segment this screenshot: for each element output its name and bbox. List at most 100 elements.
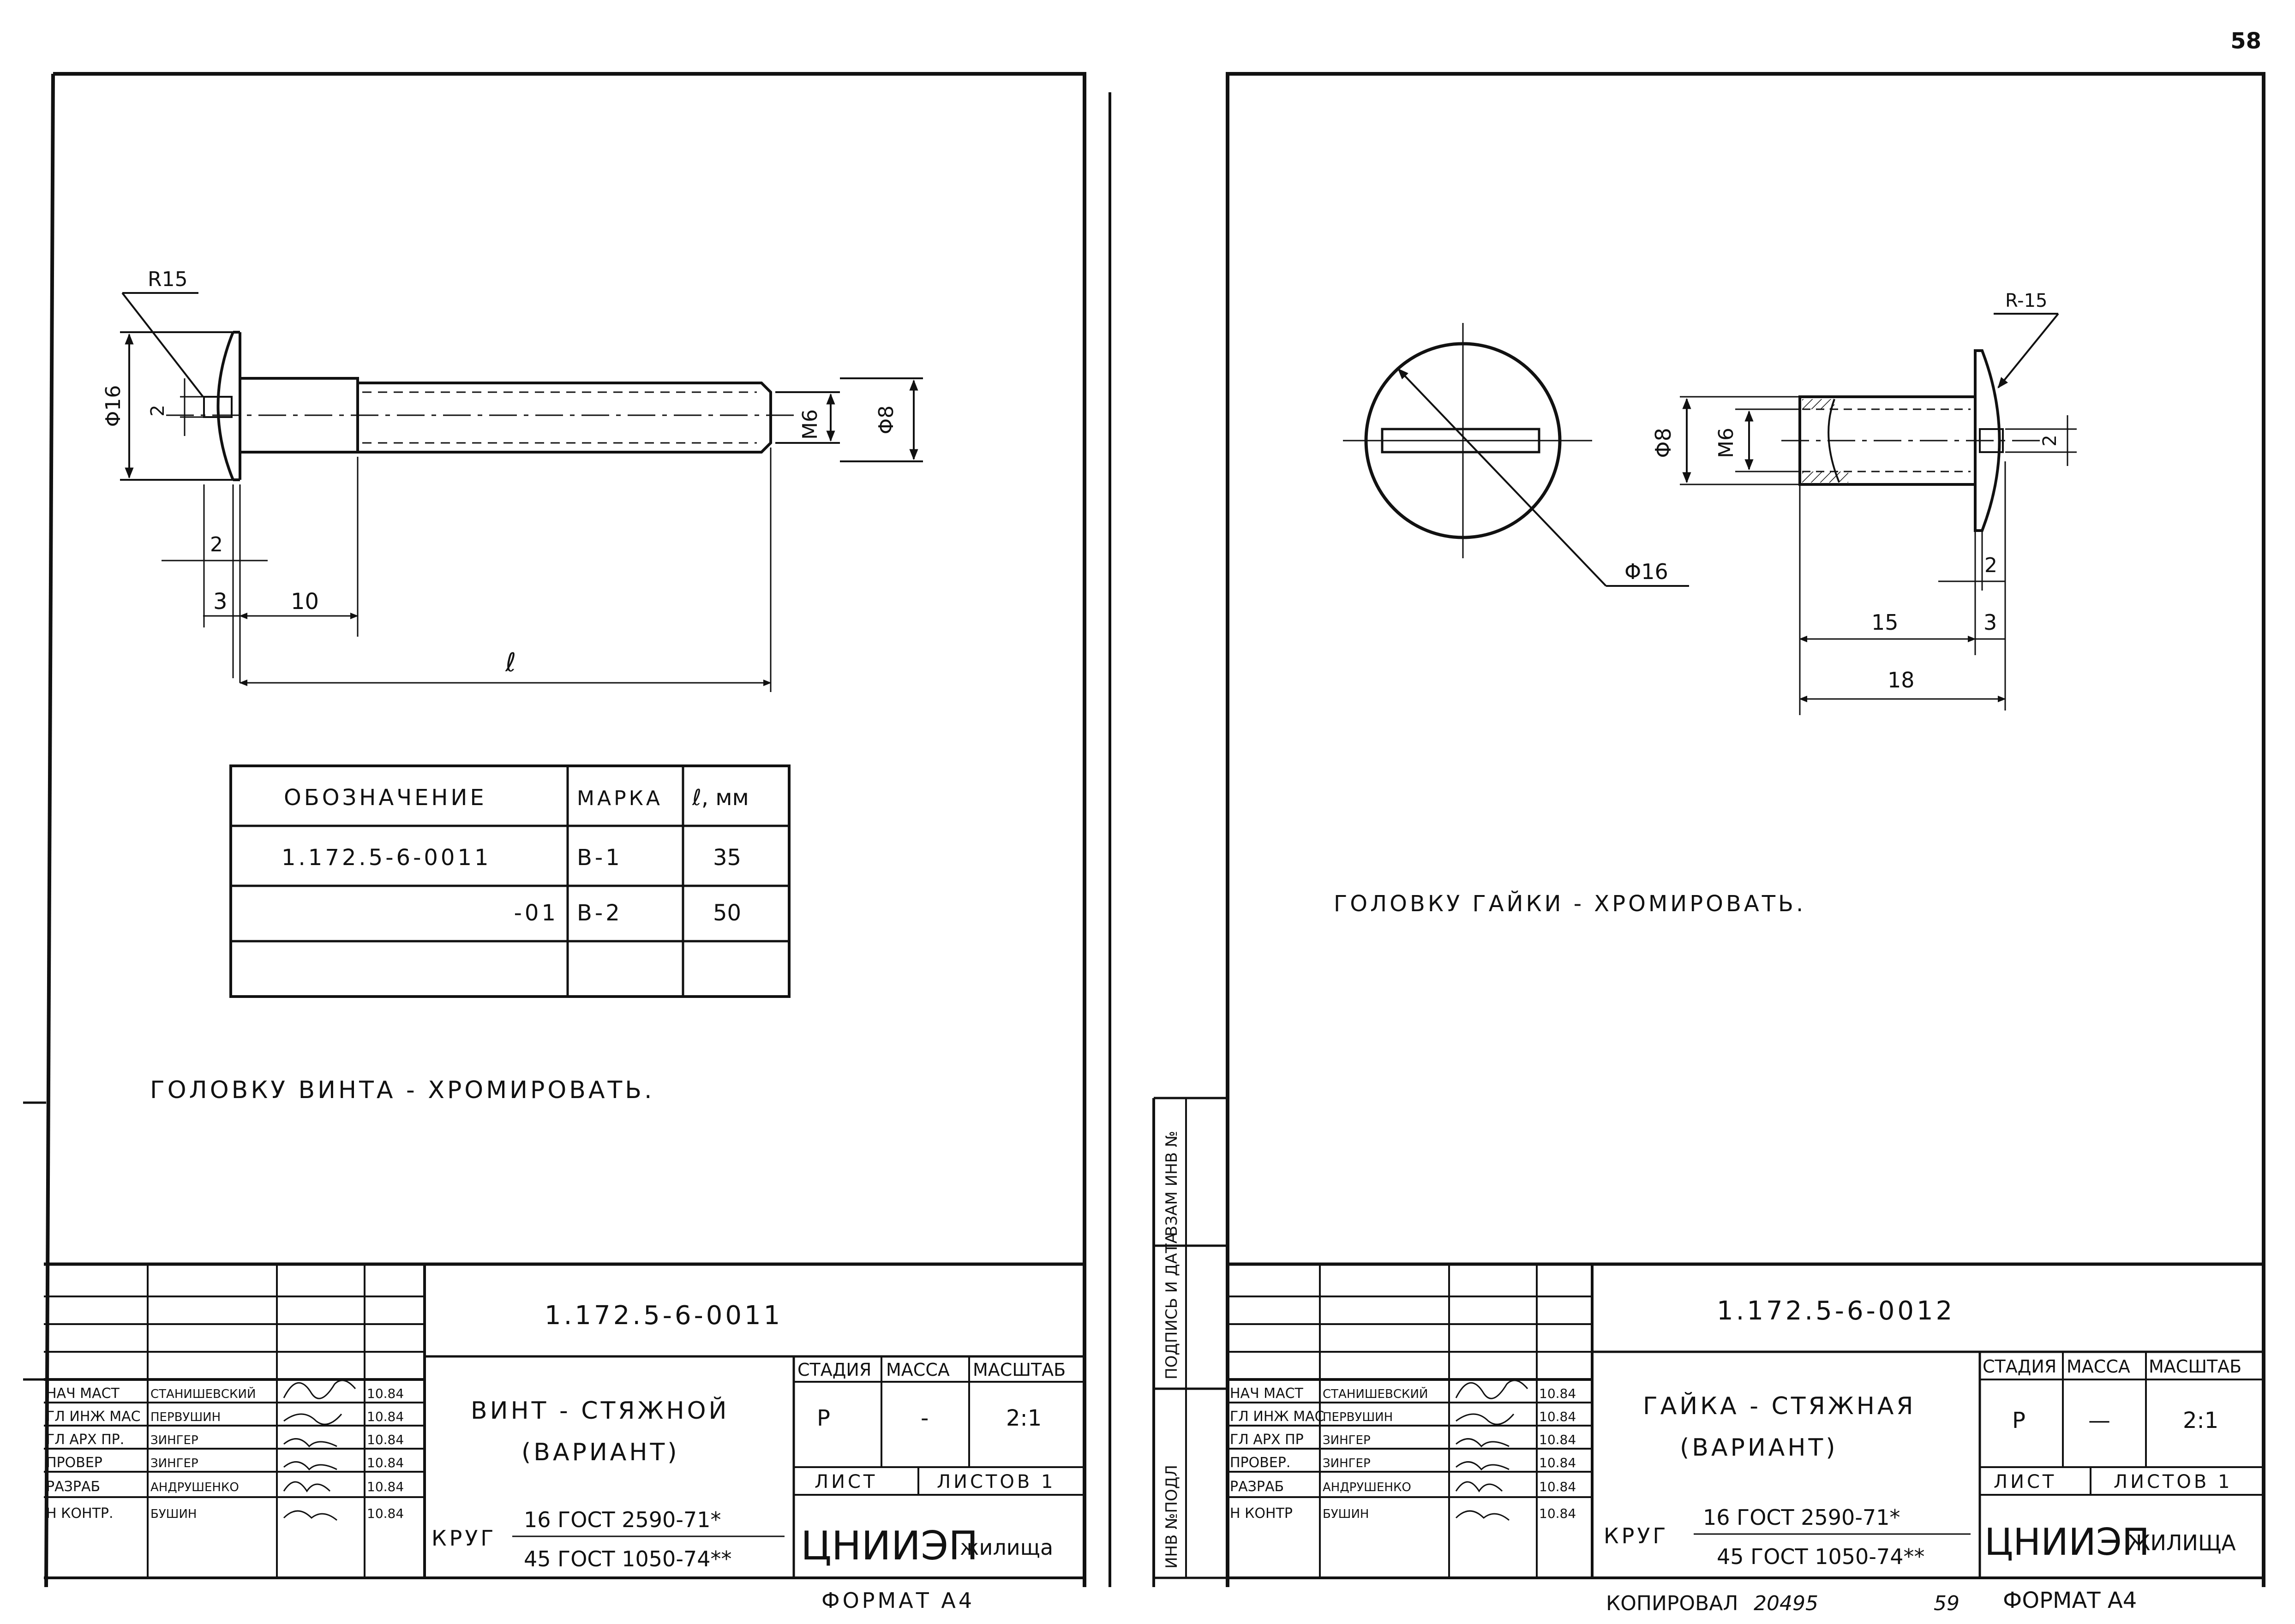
right-date: 10.84	[1539, 1479, 1576, 1494]
signature-mark	[1455, 1510, 1510, 1521]
right-date: 10.84	[1539, 1455, 1576, 1470]
right-date: 10.84	[1539, 1432, 1576, 1447]
left-date: 10.84	[367, 1409, 404, 1424]
right-frame	[1226, 72, 2265, 1587]
dim-thread: M6	[798, 409, 822, 440]
table-header-designation: ОБОЗНАЧЕНИЕ	[284, 785, 487, 811]
dim-nut-head-total: 3	[1983, 610, 1997, 635]
page-number: 58	[2230, 28, 2261, 54]
left-frame-edge	[44, 73, 55, 1588]
dim-nut-body: 15	[1871, 610, 1899, 635]
right-org-sub: ЖИЛИЩА	[2127, 1530, 2236, 1555]
right-role: ПРОВЕР.	[1230, 1455, 1290, 1471]
right-material-prefix: КРУГ	[1604, 1523, 1668, 1548]
right-sheets-count: ЛИСТОВ 1	[2114, 1471, 2232, 1493]
right-org-main: ЦНИИЭП	[1984, 1521, 2150, 1564]
table-cell: 35	[713, 845, 741, 871]
table-cell: В-1	[577, 845, 623, 871]
left-role: РАЗРАБ	[46, 1479, 100, 1495]
right-doc-number: 1.172.5-6-0012	[1717, 1296, 1955, 1326]
right-date: 10.84	[1539, 1506, 1576, 1521]
right-sheet-label: ЛИСТ	[1994, 1471, 2056, 1493]
dim-shoulder: 10	[291, 589, 319, 615]
right-name: СТАНИШЕВСКИЙ	[1323, 1386, 1428, 1401]
side-stamp-signature: ПОДПИСЬ И ДАТА	[1162, 1233, 1181, 1379]
dim-r15: R15	[148, 268, 188, 291]
signature-mark	[283, 1379, 356, 1399]
left-date: 10.84	[367, 1455, 404, 1470]
screw-head-dome	[216, 331, 234, 481]
left-org-main: ЦНИИЭП	[801, 1523, 978, 1569]
right-material-top: 16 ГОСТ 2590-71*	[1703, 1505, 1900, 1530]
signature-mark	[1456, 1438, 1510, 1448]
dim-head-thk: 2	[210, 533, 223, 556]
left-name: БУШИН	[150, 1507, 197, 1521]
screw-drawing: R15 Φ16 2 M6 Φ8	[102, 268, 923, 692]
dim-nut-slot: 2	[2039, 435, 2061, 446]
left-part-variant: (ВАРИАНТ)	[521, 1439, 680, 1466]
right-role: НАЧ МАСТ	[1230, 1385, 1304, 1402]
right-role: Н КОНТР	[1230, 1505, 1293, 1522]
nut-head	[1974, 349, 2001, 532]
left-role: ГЛ АРХ ПР.	[46, 1432, 124, 1448]
left-date: 10.84	[367, 1479, 404, 1494]
dim-nut-radius: R-15	[2005, 290, 2048, 311]
right-scale-label: МАСШТАБ	[2149, 1356, 2241, 1377]
signature-mark	[283, 1461, 337, 1471]
right-date: 10.84	[1539, 1409, 1576, 1424]
left-date: 10.84	[367, 1506, 404, 1521]
left-name: ПЕРВУШИН	[150, 1410, 221, 1424]
screw-shank	[358, 382, 772, 454]
nut-front-view: Φ16	[1343, 323, 1689, 587]
right-mass: —	[2088, 1408, 2110, 1433]
right-name: АНДРУШЕНКО	[1323, 1481, 1411, 1494]
left-sheet-label: ЛИСТ	[815, 1471, 877, 1493]
left-role: ПРОВЕР	[46, 1455, 102, 1471]
table-cell: 50	[713, 900, 741, 926]
right-name: ЗИНГЕР	[1323, 1457, 1371, 1470]
left-stage-label: СТАДИЯ	[797, 1360, 871, 1380]
right-format: ФОРМАТ А4	[2003, 1588, 2137, 1613]
dim-head-dia: Φ16	[102, 385, 125, 427]
signature-mark	[1455, 1481, 1503, 1493]
left-role: НАЧ МАСТ	[46, 1385, 120, 1402]
signature-mark	[283, 1481, 331, 1493]
dim-nut-total: 18	[1888, 668, 1915, 693]
copy-number: 20495	[1754, 1592, 1818, 1615]
right-role: ГЛ ИНЖ МАС	[1230, 1409, 1324, 1425]
left-name: ЗИНГЕР	[150, 1457, 198, 1470]
copy-label: КОПИРОВАЛ	[1606, 1592, 1738, 1615]
dim-nut-head-dia: Φ16	[1624, 559, 1668, 584]
left-doc-number: 1.172.5-6-0011	[545, 1301, 783, 1331]
dim-slot: 2	[147, 405, 168, 416]
right-part-variant: (ВАРИАНТ)	[1680, 1434, 1838, 1462]
left-mass: -	[921, 1405, 929, 1431]
left-title-block: 1.172.5-6-0011 ВИНТ - СТЯЖНОЙ (ВАРИАНТ) …	[44, 1262, 1085, 1613]
left-scale: 2:1	[1006, 1405, 1042, 1431]
right-name: ПЕРВУШИН	[1323, 1410, 1393, 1424]
right-stage: Р	[2012, 1408, 2025, 1433]
signature-mark	[1456, 1413, 1515, 1425]
left-format: ФОРМАТ А4	[821, 1588, 975, 1613]
left-org-sub: жилища	[960, 1535, 1053, 1560]
left-note: ГОЛОВКУ ВИНТА - ХРОМИРОВАТЬ.	[150, 1076, 655, 1104]
dim-shank-dia: Φ8	[875, 406, 898, 435]
right-mass-label: МАССА	[2067, 1356, 2130, 1377]
designation-table: ОБОЗНАЧЕНИЕ МАРКА ℓ, мм 1.172.5-6-0011 В…	[229, 764, 791, 998]
left-sheet: R15 Φ16 2 M6 Φ8	[23, 72, 1111, 1613]
signature-mark	[1455, 1379, 1528, 1399]
right-name: БУШИН	[1323, 1507, 1369, 1521]
signature-mark	[1456, 1461, 1510, 1471]
left-date: 10.84	[367, 1432, 404, 1447]
right-role: ГЛ АРХ ПР	[1230, 1432, 1304, 1448]
left-material-bottom: 45 ГОСТ 1050-74**	[524, 1546, 731, 1571]
dim-nut-head-thk: 2	[1984, 554, 1997, 577]
table-header-mark: МАРКА	[577, 787, 663, 810]
left-name: АНДРУШЕНКО	[150, 1481, 239, 1494]
left-part-name: ВИНТ - СТЯЖНОЙ	[471, 1397, 729, 1425]
left-name: СТАНИШЕВСКИЙ	[150, 1386, 256, 1401]
copy-sheet: 59	[1934, 1592, 1959, 1615]
table-header-length: ℓ, мм	[692, 785, 749, 811]
left-sheets-count: ЛИСТОВ 1	[937, 1471, 1055, 1493]
